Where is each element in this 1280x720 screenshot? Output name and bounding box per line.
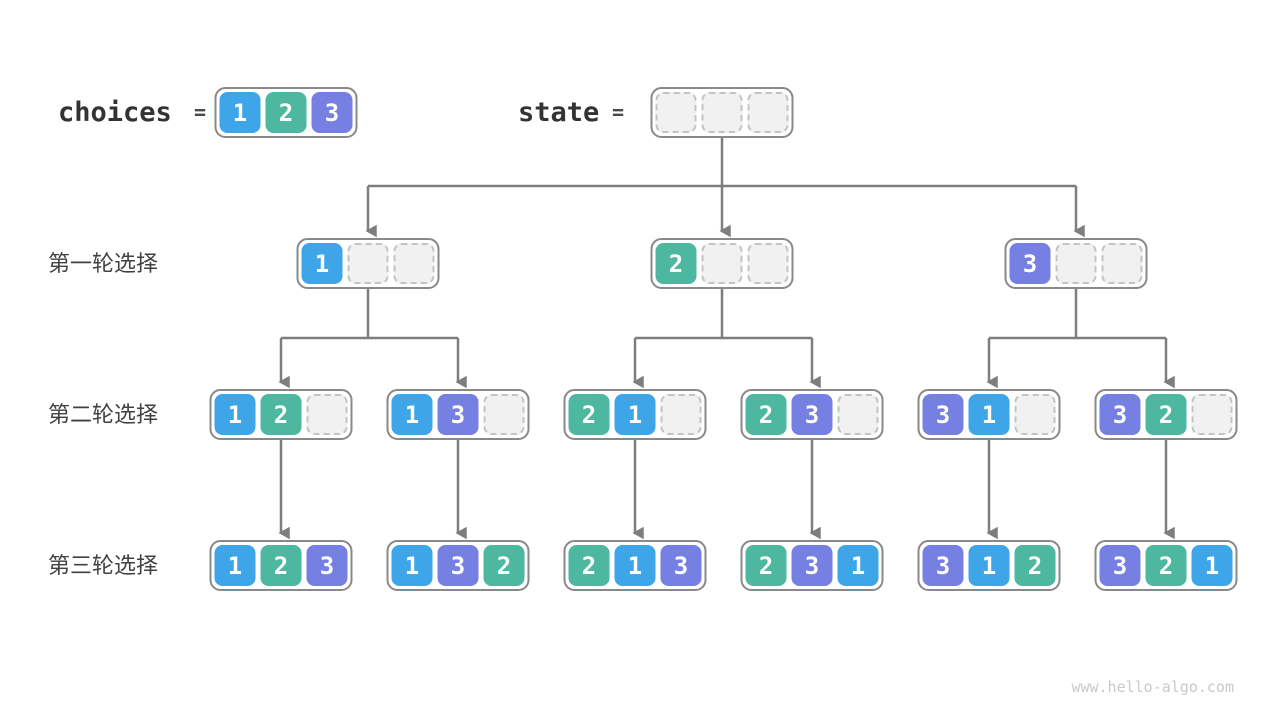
choice-cell-2: 2 — [745, 394, 787, 435]
empty-slot — [837, 394, 879, 435]
choice-cell-3: 3 — [660, 545, 702, 586]
choice-cell-3: 3 — [1099, 545, 1141, 586]
empty-slot — [701, 92, 743, 133]
empty-slot — [393, 243, 435, 284]
choice-cell-2: 2 — [1014, 545, 1056, 586]
empty-slot — [1191, 394, 1233, 435]
choice-cell-3: 3 — [437, 545, 479, 586]
row-label-round-2: 第二轮选择 — [48, 402, 159, 427]
choice-cell-2: 2 — [260, 545, 302, 586]
choice-cell-1: 1 — [614, 394, 656, 435]
state-node-round1: 1 — [296, 238, 440, 289]
choices-equals-sign: = — [194, 100, 207, 124]
choice-cell-2: 2 — [260, 394, 302, 435]
empty-slot — [1014, 394, 1056, 435]
choice-cell-3: 3 — [1099, 394, 1141, 435]
state-label: state — [518, 97, 600, 128]
empty-slot — [701, 243, 743, 284]
choice-cell-3: 3 — [922, 394, 964, 435]
state-array — [650, 87, 794, 138]
choice-cell-3: 3 — [791, 394, 833, 435]
choice-cell-3: 3 — [437, 394, 479, 435]
row-label-round-1: 第一轮选择 — [48, 251, 159, 276]
choice-cell-1: 1 — [391, 394, 433, 435]
choice-cell-2: 2 — [568, 394, 610, 435]
choice-cell-1: 1 — [391, 545, 433, 586]
state-node-round1: 2 — [650, 238, 794, 289]
choice-cell-2: 2 — [483, 545, 525, 586]
choice-cell-2: 2 — [1145, 394, 1187, 435]
choice-cell-2: 2 — [655, 243, 697, 284]
choice-cell-1: 1 — [301, 243, 343, 284]
choice-cell-2: 2 — [745, 545, 787, 586]
choice-cell-3: 3 — [306, 545, 348, 586]
choice-cell-3: 3 — [311, 92, 353, 133]
choice-cell-1: 1 — [968, 394, 1010, 435]
empty-slot — [747, 243, 789, 284]
state-node-round1: 3 — [1004, 238, 1148, 289]
empty-slot — [483, 394, 525, 435]
choice-cell-1: 1 — [837, 545, 879, 586]
choice-cell-2: 2 — [1145, 545, 1187, 586]
empty-slot — [1055, 243, 1097, 284]
choices-label: choices — [58, 97, 172, 128]
choice-cell-3: 3 — [1009, 243, 1051, 284]
choice-cell-1: 1 — [614, 545, 656, 586]
choice-cell-2: 2 — [265, 92, 307, 133]
watermark: www.hello-algo.com — [1071, 678, 1234, 696]
choice-cell-1: 1 — [214, 545, 256, 586]
choice-cell-3: 3 — [791, 545, 833, 586]
empty-slot — [747, 92, 789, 133]
state-equals-sign: = — [612, 100, 625, 124]
choice-cell-2: 2 — [568, 545, 610, 586]
empty-slot — [655, 92, 697, 133]
row-label-round-3: 第三轮选择 — [48, 553, 159, 578]
choice-cell-3: 3 — [922, 545, 964, 586]
empty-slot — [660, 394, 702, 435]
choice-cell-1: 1 — [1191, 545, 1233, 586]
empty-slot — [306, 394, 348, 435]
choice-cell-1: 1 — [968, 545, 1010, 586]
empty-slot — [1101, 243, 1143, 284]
choice-cell-1: 1 — [219, 92, 261, 133]
choice-cell-1: 1 — [214, 394, 256, 435]
empty-slot — [347, 243, 389, 284]
